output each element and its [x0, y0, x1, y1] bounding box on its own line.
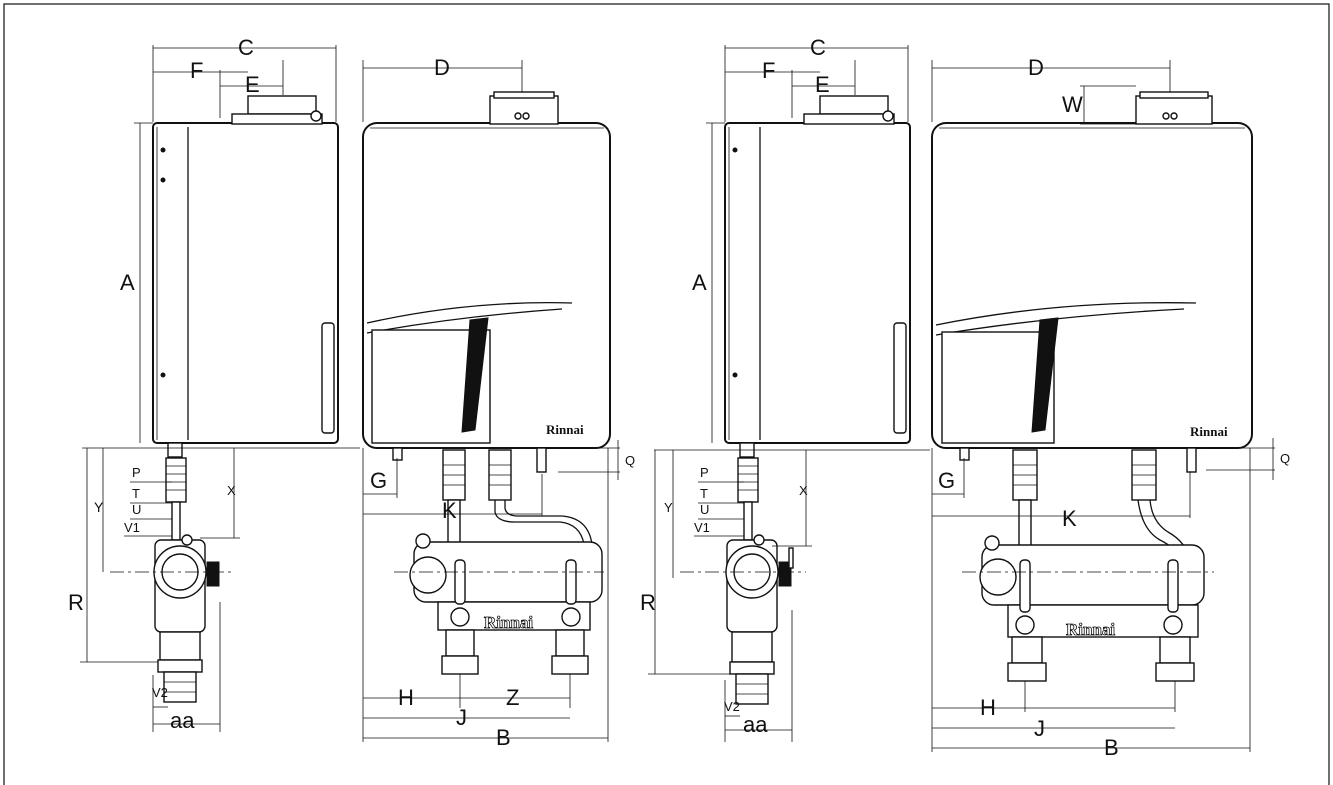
- label-K-2: K: [1062, 506, 1077, 531]
- label-F-2: F: [762, 58, 775, 83]
- side-view-2: [680, 45, 911, 705]
- label-E: E: [245, 72, 260, 97]
- label-Y-2: Y: [664, 500, 673, 515]
- front-view-1: Rinnai Rinnai: [362, 60, 611, 742]
- label-Q-2: Q: [1280, 451, 1290, 466]
- label-C-2: C: [810, 35, 826, 60]
- label-V1: V1: [124, 520, 140, 535]
- label-D-2: D: [1028, 55, 1044, 80]
- label-T-2: T: [700, 486, 708, 501]
- label-B-2: B: [1104, 735, 1119, 760]
- label-T: T: [132, 486, 140, 501]
- label-C: C: [238, 35, 254, 60]
- label-G-2: G: [938, 468, 955, 493]
- label-V2: V2: [152, 685, 168, 700]
- label-D: D: [434, 55, 450, 80]
- label-R: R: [68, 590, 84, 615]
- label-Q: Q: [625, 453, 635, 468]
- label-aa: aa: [170, 708, 195, 733]
- label-H: H: [398, 685, 414, 710]
- label-F: F: [190, 58, 203, 83]
- label-H-2: H: [980, 695, 996, 720]
- label-V2-2: V2: [724, 699, 740, 714]
- label-X-2: X: [799, 483, 808, 498]
- label-J-2: J: [1034, 716, 1045, 741]
- label-X: X: [227, 483, 236, 498]
- label-W: W: [1062, 92, 1083, 117]
- label-Y: Y: [94, 499, 104, 515]
- label-A-2: A: [692, 270, 707, 295]
- label-V1-2: V1: [694, 520, 710, 535]
- label-B: B: [496, 725, 511, 750]
- dimensions-2: C F E A Y R P T U V1 X V2 aa D: [640, 35, 1290, 760]
- dimensions-1: C F E A Y R P T U V1 X V2: [68, 35, 635, 750]
- label-R-2: R: [640, 590, 656, 615]
- manifold-brand-logo: Rinnai: [484, 613, 533, 632]
- label-P-2: P: [700, 465, 709, 480]
- label-aa-2: aa: [743, 712, 768, 737]
- label-A: A: [120, 270, 135, 295]
- label-U-2: U: [700, 502, 709, 517]
- front-view-2: Rinnai Rinnai: [931, 60, 1253, 752]
- label-G: G: [370, 468, 387, 493]
- label-P: P: [132, 465, 141, 480]
- label-Z: Z: [506, 685, 519, 710]
- label-U: U: [132, 502, 141, 517]
- side-view-1: [110, 45, 339, 703]
- label-E-2: E: [815, 72, 830, 97]
- label-K: K: [442, 498, 457, 523]
- drawing-frame: [3, 3, 1330, 785]
- manifold-brand-logo-2: Rinnai: [1066, 620, 1115, 639]
- label-J: J: [456, 705, 467, 730]
- brand-logo-2: Rinnai: [1190, 424, 1228, 439]
- brand-logo: Rinnai: [546, 422, 584, 437]
